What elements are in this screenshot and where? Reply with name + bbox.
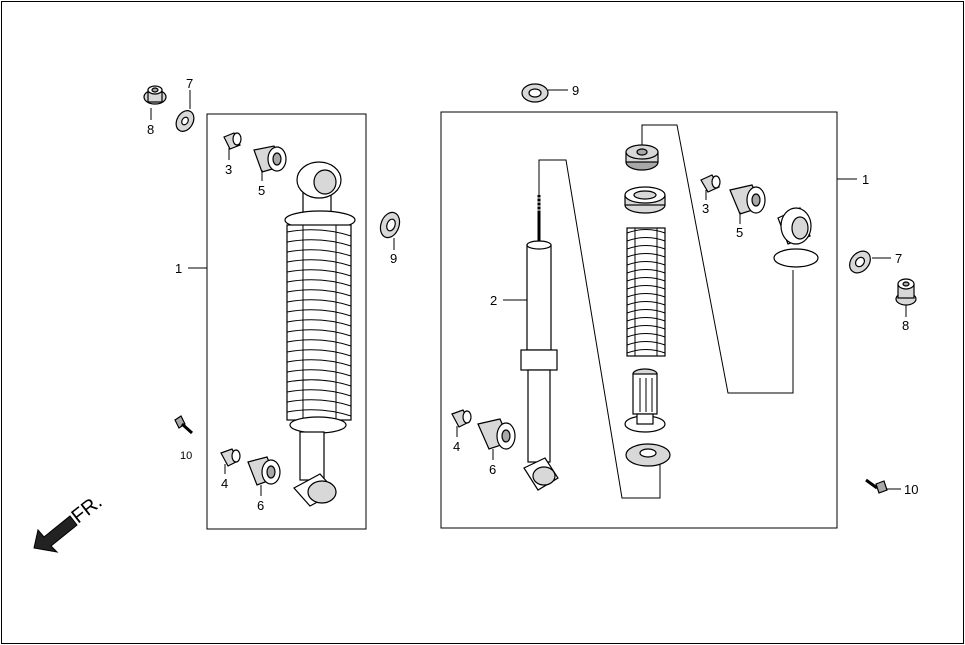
lower-spring-washer (625, 443, 671, 467)
collar-part-4-left (220, 448, 241, 467)
bolt-part-10-left (174, 415, 194, 435)
callout-7-left: 7 (186, 76, 193, 91)
bump-stop (624, 368, 666, 433)
callout-9-right: 9 (572, 83, 579, 98)
coil-spring (626, 227, 666, 357)
bushing-part-6-left (247, 456, 281, 486)
callout-4-left: 4 (221, 476, 228, 491)
bolt-part-10-right (865, 478, 888, 494)
rear-shock-absorber-left (284, 161, 356, 507)
callout-5-right: 5 (736, 225, 743, 240)
washer-part-9-right (521, 83, 549, 103)
washer-part-7-right (849, 250, 871, 274)
callout-4-right: 4 (453, 439, 460, 454)
collar-part-4-right (451, 409, 472, 428)
upper-eye-mount (773, 207, 819, 268)
front-direction-arrow (33, 515, 78, 553)
callout-10-right: 10 (904, 482, 918, 497)
callout-2-right: 2 (490, 293, 497, 308)
flange-nut-part-8-right (895, 278, 917, 306)
callout-9-left: 9 (390, 251, 397, 266)
callout-8-right: 8 (902, 318, 909, 333)
right-assembly-box (440, 111, 838, 529)
upper-spring-seat (624, 186, 666, 214)
callout-3-right: 3 (702, 201, 709, 216)
callout-10-left: 10 (180, 450, 192, 462)
callout-5-left: 5 (258, 183, 265, 198)
upper-rubber-nut (625, 144, 659, 171)
bushing-part-5-left (253, 145, 287, 173)
damper-unit-part-2 (520, 195, 559, 491)
bushing-part-5-right (729, 184, 766, 215)
callout-3-left: 3 (225, 162, 232, 177)
callout-1-right: 1 (862, 172, 869, 187)
collar-part-3-right (700, 174, 721, 193)
collar-part-3-left (223, 132, 242, 150)
bushing-part-6-right (477, 418, 516, 450)
callout-8-left: 8 (147, 122, 154, 137)
callout-7-right: 7 (895, 251, 902, 266)
flange-nut-part-8-left (143, 85, 167, 105)
left-assembly-box (206, 113, 367, 530)
callout-6-right: 6 (489, 462, 496, 477)
callout-1-left: 1 (175, 261, 182, 276)
washer-part-7-left (175, 110, 195, 132)
washer-part-9-left (379, 211, 401, 239)
callout-6-left: 6 (257, 498, 264, 513)
